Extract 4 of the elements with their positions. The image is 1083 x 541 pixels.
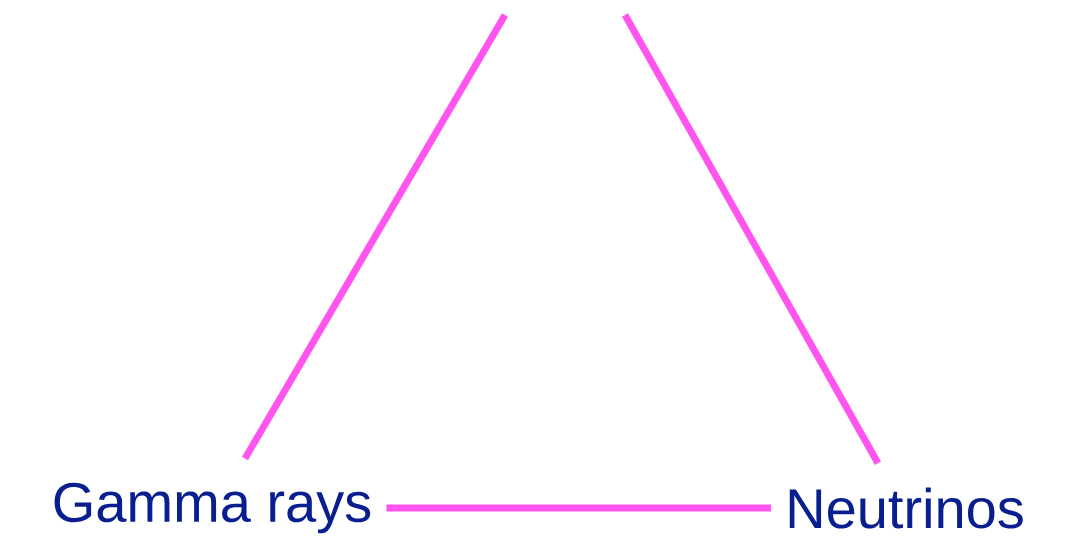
node-label: Gamma rays: [54, 482, 371, 534]
line: [242, 13, 509, 461]
line: [621, 13, 882, 465]
node-label: Neutrinos: [789, 487, 1023, 529]
